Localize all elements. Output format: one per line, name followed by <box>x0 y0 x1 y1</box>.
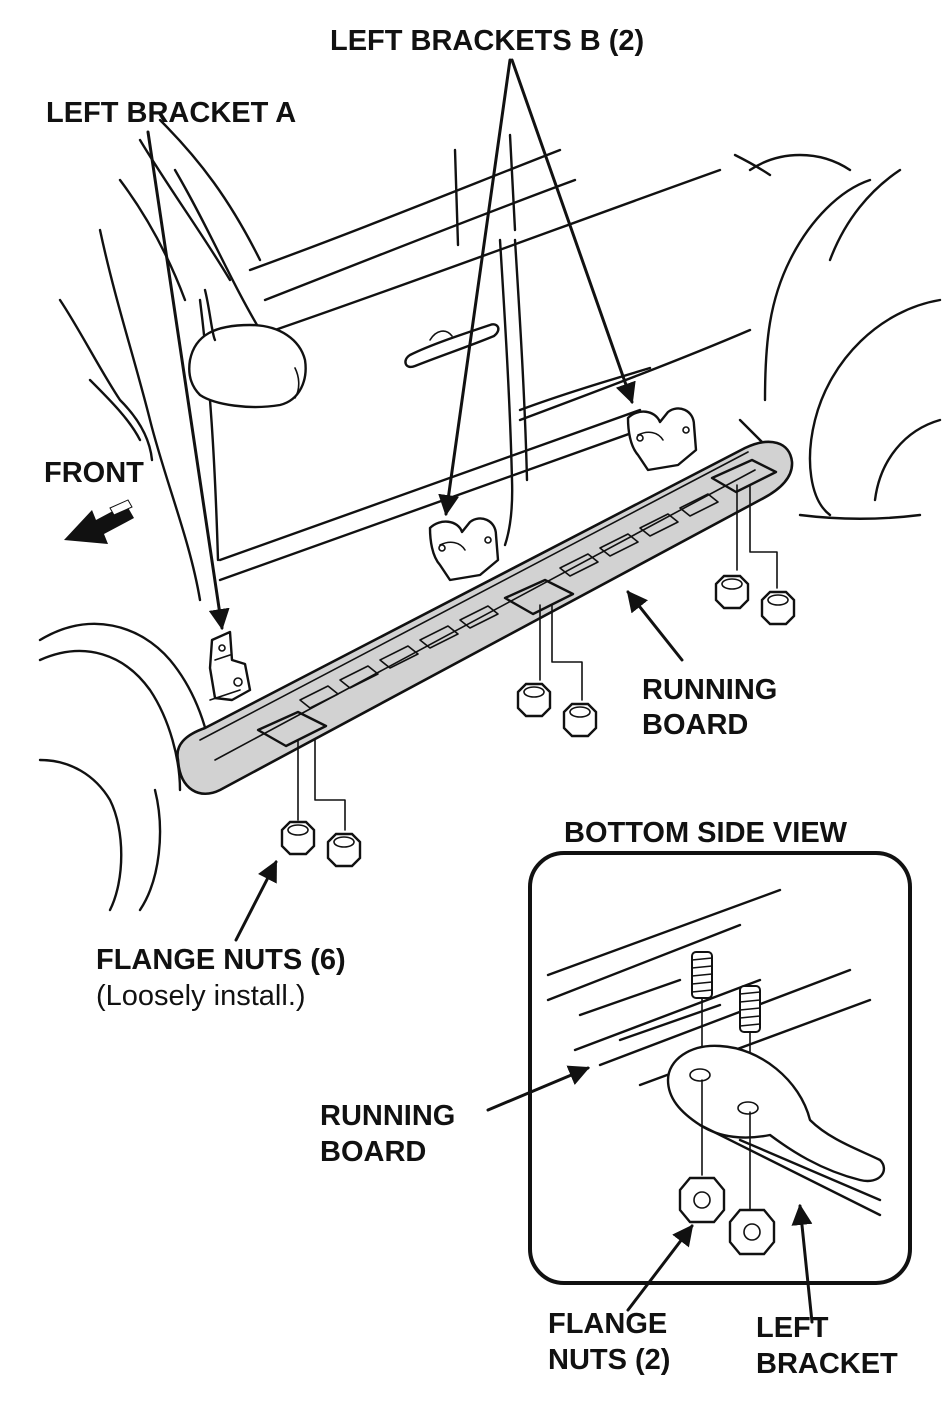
inset-leader-arrows <box>486 1065 814 1324</box>
inset-left-bracket-label-line1: LEFT <box>756 1312 829 1344</box>
flange-nut <box>760 590 796 626</box>
running-board-label-line1: RUNNING <box>642 674 777 706</box>
left-bracket-b-front <box>428 517 500 582</box>
stud-bolt <box>739 985 761 1101</box>
left-bracket-a <box>208 630 252 702</box>
inset-flange-nuts-label-line1: FLANGE <box>548 1308 667 1340</box>
leader-arrows <box>146 58 684 942</box>
flange-nuts-set <box>280 484 796 868</box>
flange-nut <box>678 1176 726 1224</box>
running-board <box>176 440 794 796</box>
flange-nut <box>562 702 598 738</box>
inset-left-bracket-label-line2: BRACKET <box>756 1348 898 1380</box>
vehicle-body-outline <box>38 118 942 912</box>
flange-nut <box>714 574 750 610</box>
inset-flange-nuts-label-line2: NUTS (2) <box>548 1344 670 1376</box>
loosely-install-note: (Loosely install.) <box>96 980 306 1012</box>
running-board-tread-pads <box>299 493 719 709</box>
left-bracket-b-rear <box>626 407 698 472</box>
inset-running-board-label-line1: RUNNING <box>320 1100 455 1132</box>
inset-running-board-label-line2: BOARD <box>320 1136 426 1168</box>
left-bracket-a-label: LEFT BRACKET A <box>46 97 296 129</box>
flange-nut <box>280 820 316 856</box>
flange-nut <box>516 682 552 718</box>
left-brackets-b-label: LEFT BRACKETS B (2) <box>330 25 644 57</box>
flange-nut <box>326 832 362 868</box>
flange-nut <box>728 1208 776 1256</box>
running-board-label-line2: BOARD <box>642 709 748 741</box>
front-label: FRONT <box>44 457 144 489</box>
front-direction-arrow-icon <box>64 499 134 544</box>
bottom-side-view-title: BOTTOM SIDE VIEW <box>564 817 848 849</box>
bottom-side-view-inset <box>528 851 912 1285</box>
stud-bolt <box>691 951 713 1076</box>
flange-nuts-6-label: FLANGE NUTS (6) <box>96 944 346 976</box>
